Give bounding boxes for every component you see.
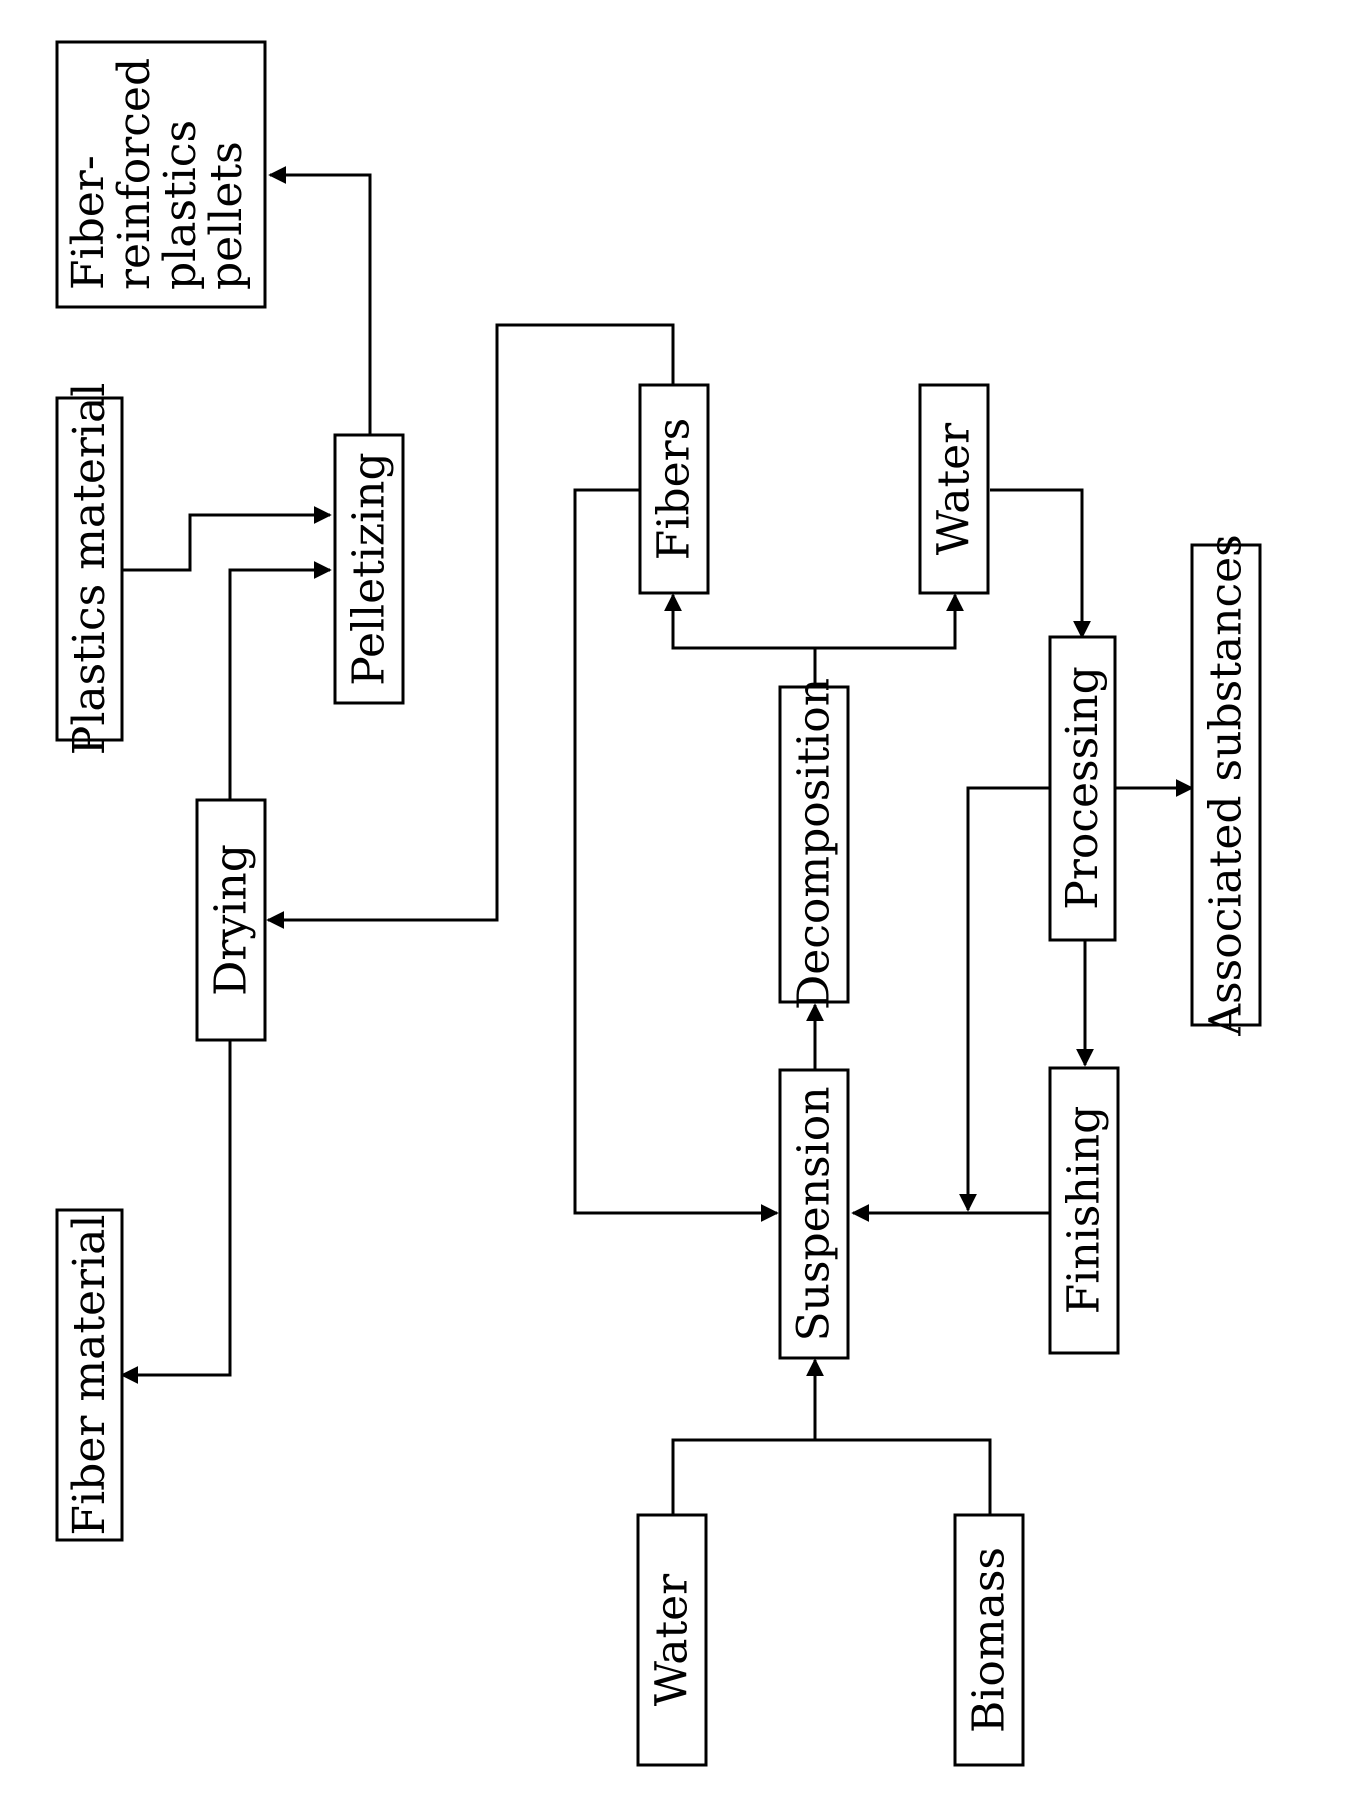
suspension-label: Suspension	[789, 1086, 840, 1341]
edge-decomposition-to-water	[815, 593, 964, 650]
node-decomposition: Decomposition	[778, 678, 850, 1010]
fiber-reinforced-line-2: reinforced	[109, 58, 160, 290]
node-water-bottom: Water	[636, 1513, 708, 1767]
fiber-reinforced-line-3: plastics	[155, 120, 206, 290]
water-top-label: Water	[929, 422, 980, 555]
edge-decomposition-to-fibers	[664, 593, 817, 685]
node-associated-substances: Associated substances	[1190, 534, 1262, 1037]
fiber-reinforced-line-1: Fiber-	[63, 155, 114, 290]
node-processing: Processing	[1048, 635, 1117, 942]
connectors	[120, 166, 1194, 1515]
edge-drying-to-pelletizing	[228, 561, 332, 800]
edge-drying-to-fiber-material	[120, 1040, 232, 1384]
node-drying: Drying	[195, 798, 267, 1042]
node-pelletizing: Pelletizing	[333, 433, 405, 705]
biomass-label: Biomass	[964, 1547, 1015, 1733]
edge-fibers-to-drying	[266, 323, 675, 929]
fibers-label: Fibers	[649, 418, 700, 560]
edge-pelletizing-to-fiber-reinforced	[268, 166, 372, 435]
associated-substances-label: Associated substances	[1201, 534, 1252, 1036]
edge-processing-to-suspension	[959, 786, 1050, 1212]
edge-fibers-to-suspension	[573, 488, 779, 1222]
svg-text:Fiber- reinforced: Fiber- reinforced plastics pellets	[63, 44, 252, 290]
node-fiber-material: Fiber material	[55, 1208, 124, 1542]
decomposition-label: Decomposition	[789, 678, 840, 1010]
node-plastics-material: Plastics material	[55, 383, 124, 756]
node-suspension: Suspension	[778, 1068, 850, 1360]
plastics-material-label: Plastics material	[64, 383, 115, 756]
node-biomass: Biomass	[953, 1513, 1025, 1767]
edge-water-to-processing	[990, 488, 1091, 639]
node-fiber-reinforced-pellets: Fiber- reinforced plastics pellets	[55, 40, 267, 309]
processing-label: Processing	[1057, 666, 1108, 910]
edge-biomass-to-suspension	[815, 1438, 992, 1515]
node-water-top: Water	[918, 383, 990, 595]
fiber-material-label: Fiber material	[64, 1215, 115, 1536]
node-fibers: Fibers	[638, 383, 710, 595]
node-finishing: Finishing	[1048, 1066, 1120, 1355]
fiber-reinforced-line-4: pellets	[201, 141, 252, 290]
drying-label: Drying	[206, 844, 257, 996]
edge-water-to-suspension	[671, 1358, 824, 1515]
finishing-label: Finishing	[1059, 1106, 1110, 1315]
pelletizing-label: Pelletizing	[344, 452, 395, 685]
edge-plastics-to-pelletizing	[122, 506, 332, 572]
water-bottom-label: Water	[647, 1573, 698, 1706]
